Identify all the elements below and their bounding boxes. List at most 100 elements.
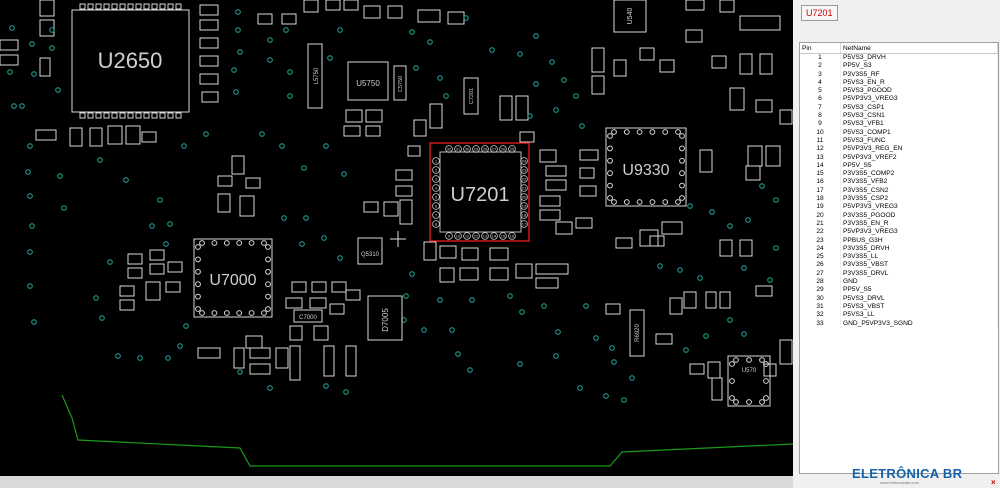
u7201-pin-pad[interactable]: [520, 193, 528, 201]
u7201-pin-pad[interactable]: [520, 202, 528, 210]
component-c7201[interactable]: C7201: [463, 77, 479, 115]
u7201-pin-pad[interactable]: [508, 232, 516, 240]
u7201-pin-pad[interactable]: [520, 175, 528, 183]
component-c5750[interactable]: C5750: [393, 65, 407, 101]
u540-label: U540: [627, 8, 634, 25]
netname-cell: P5VS3_VBST: [840, 302, 998, 312]
u7201-pin-pad[interactable]: [463, 232, 471, 240]
u7201-pin-pad[interactable]: [520, 166, 528, 174]
close-icon[interactable]: ×: [991, 478, 996, 487]
component-u570[interactable]: U570: [727, 355, 771, 407]
u7201-pin-number: 3: [435, 177, 438, 182]
u7201-pin-pad[interactable]: [520, 220, 528, 228]
u7201-pin-pad[interactable]: [520, 157, 528, 165]
netname-cell: PP5V_S3: [840, 62, 998, 71]
u7201-pin-pad[interactable]: [432, 202, 440, 210]
component-c7000[interactable]: C7000: [293, 309, 323, 323]
component-q5310[interactable]: Q5310: [357, 237, 383, 265]
component-u7000[interactable]: U7000: [193, 238, 273, 318]
u7201-pin-pad[interactable]: [520, 211, 528, 219]
u7201-pin-pad[interactable]: [445, 145, 453, 153]
u7201-pin-number: 23: [522, 168, 527, 173]
component-u9330[interactable]: U9330: [605, 127, 687, 207]
u7201-pin-pad[interactable]: [472, 232, 480, 240]
u7201-pin-pad[interactable]: [481, 145, 489, 153]
u7201-pin-pad[interactable]: [490, 145, 498, 153]
netname-column-header[interactable]: NetName: [840, 43, 998, 54]
component-u540[interactable]: U540: [613, 0, 647, 33]
u7201-pin-pad[interactable]: [432, 211, 440, 219]
component-u2650[interactable]: U2650: [71, 9, 190, 113]
u7201-pin-pad[interactable]: [432, 157, 440, 165]
u7201-pin-pad[interactable]: [445, 232, 453, 240]
u7201-pin-number: 27: [492, 147, 497, 152]
c5750-label: C5750: [398, 76, 404, 92]
pin-column-header[interactable]: Pin: [800, 43, 841, 54]
u7201-pin-pad[interactable]: [432, 166, 440, 174]
u7201-pin-pad[interactable]: [508, 145, 516, 153]
u7201-pin-pad[interactable]: [432, 220, 440, 228]
u5750-label: U5750: [356, 79, 380, 88]
component-r6920[interactable]: R6920: [629, 309, 645, 357]
u7201-pin-pad[interactable]: [499, 145, 507, 153]
u7201-pin-pad[interactable]: [490, 232, 498, 240]
netname-cell: P5VP3V3_VREG3: [840, 203, 998, 212]
u7201-pin-pad[interactable]: [463, 145, 471, 153]
u7201-pin-pad[interactable]: [472, 145, 480, 153]
u7201-pin-pad[interactable]: [454, 145, 462, 153]
component-l5750[interactable]: L5750: [307, 43, 323, 109]
u7201-pin-pad[interactable]: [454, 232, 462, 240]
u7201-pin-number: 19: [522, 204, 527, 209]
pin-number-cell: 5: [800, 87, 841, 96]
u7201-pin-pad[interactable]: [520, 184, 528, 192]
l5750-label: L5750: [314, 67, 320, 84]
component-d7005[interactable]: D7005: [367, 295, 403, 341]
u7201-pin-pad[interactable]: [432, 175, 440, 183]
u7201-pin-pad[interactable]: [432, 184, 440, 192]
c7201-label: C7201: [469, 88, 475, 104]
u7201-pin-pad[interactable]: [499, 232, 507, 240]
u7201-pin-number: 14: [492, 234, 497, 239]
component-u5750[interactable]: U5750: [347, 61, 389, 101]
u7201-pin-pad[interactable]: [432, 193, 440, 201]
netname-cell: P5VS3_LL: [840, 311, 998, 320]
u7201-pin-pad[interactable]: [481, 232, 489, 240]
